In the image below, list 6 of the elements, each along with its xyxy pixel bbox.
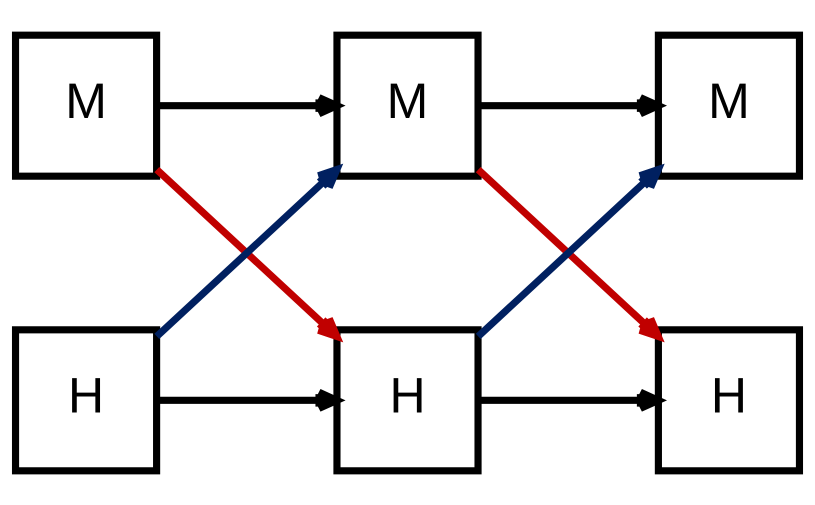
node-box: M xyxy=(333,31,482,180)
node-box: H xyxy=(12,326,160,474)
node-box: M xyxy=(654,31,804,180)
node-box: M xyxy=(12,31,160,180)
node-box: H xyxy=(654,326,804,474)
node-box: H xyxy=(333,326,482,474)
